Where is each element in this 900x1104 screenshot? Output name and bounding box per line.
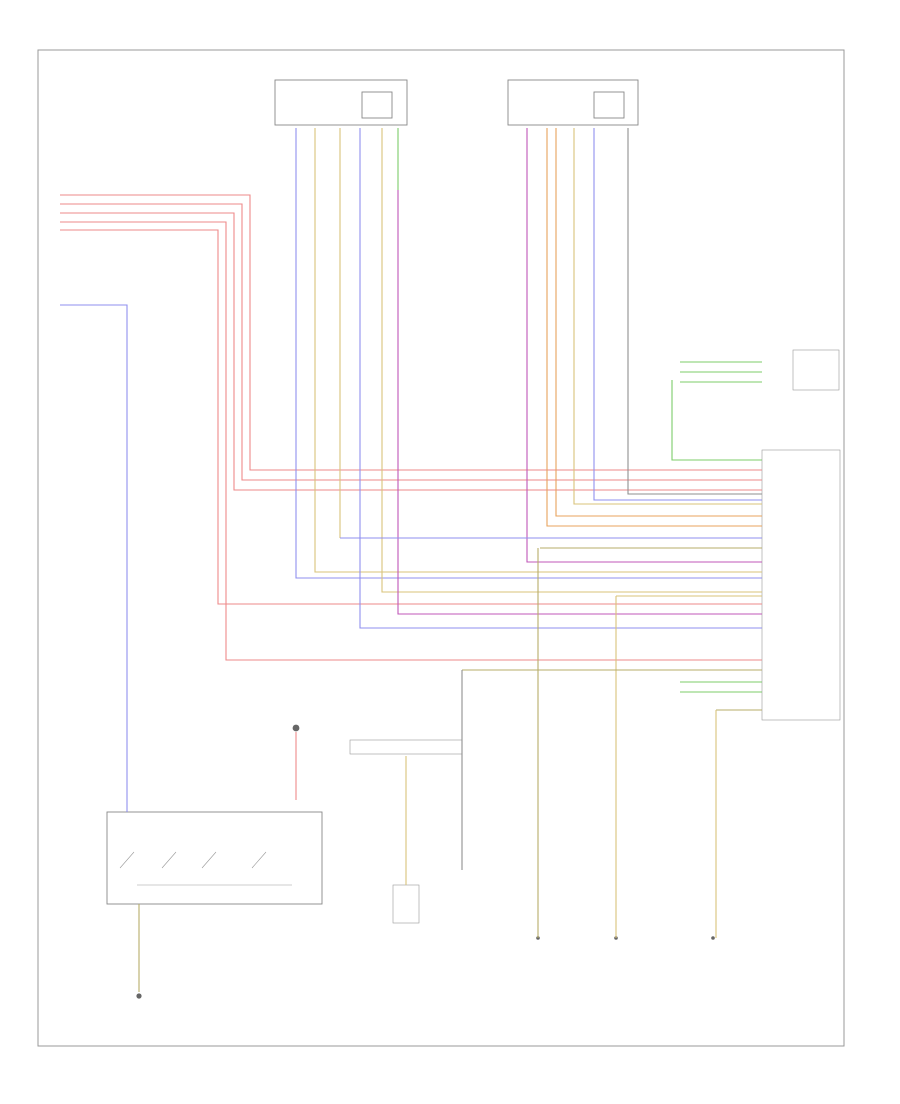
wire-blue-tr	[593, 128, 762, 501]
wire-red-2	[60, 203, 762, 481]
mid-component-box	[392, 884, 420, 924]
wire-magenta-tr	[526, 128, 762, 563]
switch-contact-3	[201, 851, 217, 869]
wire-red-4	[60, 221, 762, 661]
fuse-top-icon	[292, 724, 300, 732]
switch-contact-2	[161, 851, 177, 869]
wire-red-1	[60, 194, 762, 471]
wire-blue-tl-1	[295, 128, 762, 579]
mid-harness-outline	[349, 739, 463, 755]
wire-orange-tr-2	[555, 128, 762, 517]
wire-red-3	[60, 212, 762, 491]
right-connector-main	[761, 449, 841, 721]
wire-group	[60, 128, 762, 992]
wire-green-right-loop	[671, 380, 762, 461]
ground-right-icon	[711, 936, 715, 940]
wire-blue-left	[60, 304, 128, 812]
switch-module	[106, 811, 323, 905]
wire-orange-tr-1	[546, 128, 762, 527]
ground-left-icon	[136, 993, 142, 999]
wire-yellow-tl-1	[314, 128, 762, 573]
right-connector-upper	[792, 349, 840, 391]
wire-yellow-tl-3	[381, 128, 762, 593]
diagram-frame	[37, 49, 845, 1047]
wire-gray-tr	[627, 128, 762, 495]
wire-red-5	[60, 229, 762, 605]
switch-contact-1	[119, 851, 135, 869]
top-right-module-connector	[593, 91, 625, 119]
wire-magenta-tl	[397, 190, 762, 615]
wire-blue-tl-2	[359, 128, 762, 629]
wire-yellow-tr	[573, 128, 762, 505]
top-left-module-connector	[361, 91, 393, 119]
switch-contact-4	[251, 851, 267, 869]
